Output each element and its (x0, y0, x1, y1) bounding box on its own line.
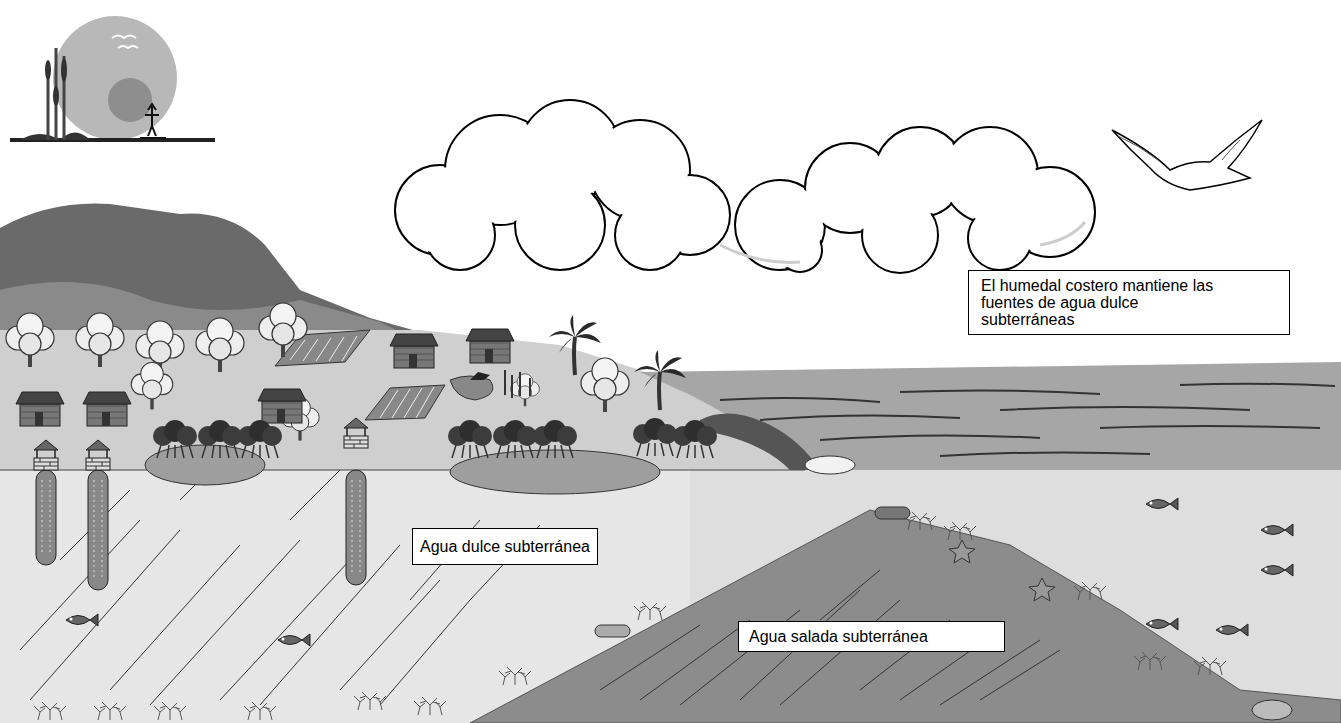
region-label-box: Agua dulce subterránea (412, 528, 598, 565)
box-text: Agua salada subterránea (749, 628, 998, 645)
region-label-box: Agua salada subterránea (738, 621, 1005, 652)
box-text: Agua dulce subterránea (419, 538, 591, 555)
callout-box: El humedal costero mantiene las fuentes … (968, 270, 1290, 335)
box-text: El humedal costero mantiene las fuentes … (981, 277, 1229, 328)
